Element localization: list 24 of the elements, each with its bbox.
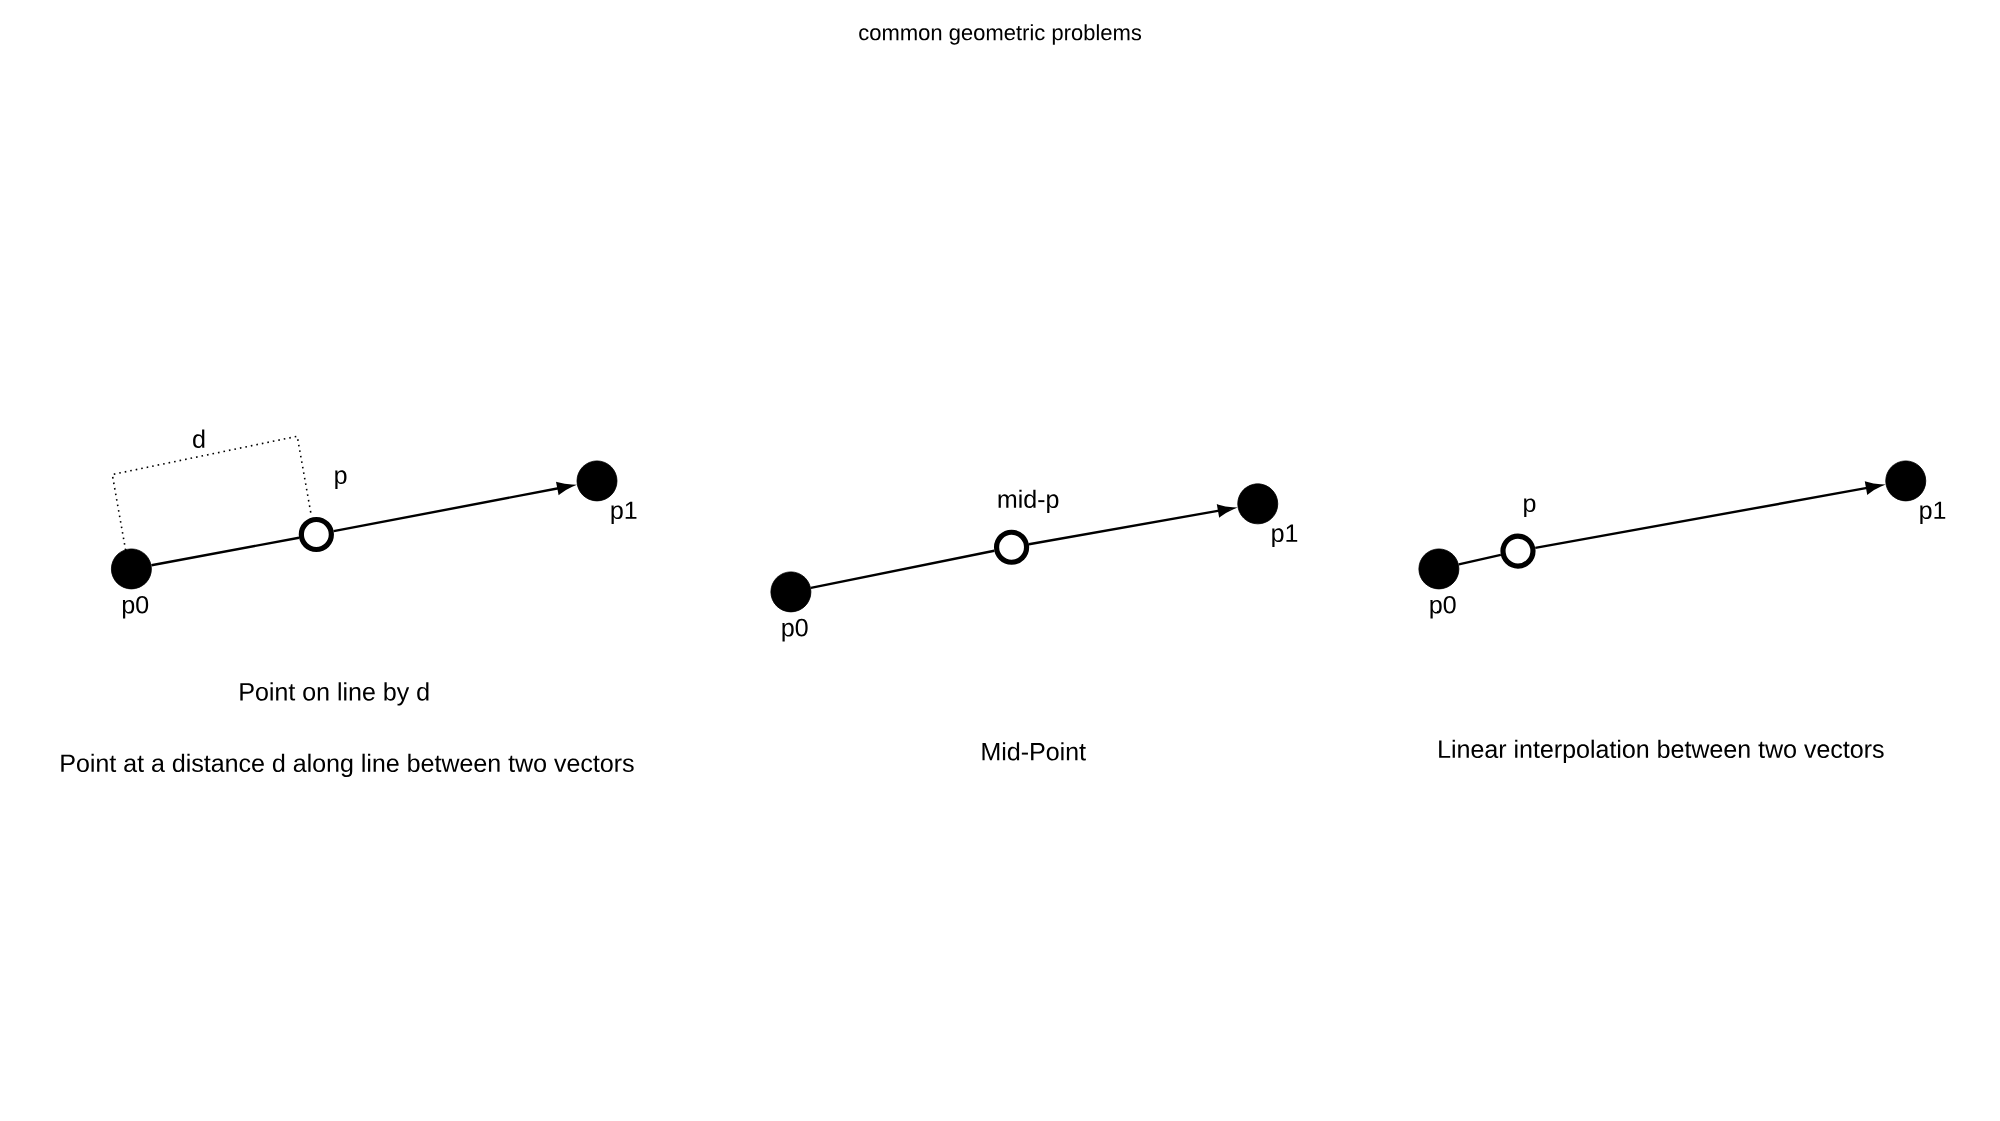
point-label: p1 bbox=[1272, 524, 1298, 547]
caption: Linear interpolation between two vectors bbox=[1439, 739, 1884, 763]
point-label: p1 bbox=[1920, 501, 1946, 524]
point-ring bbox=[1500, 533, 1536, 569]
point-ring bbox=[994, 529, 1030, 565]
point-ring bbox=[298, 516, 334, 553]
point-dot bbox=[576, 460, 618, 502]
dimension-label: d bbox=[193, 429, 205, 448]
point-label: p bbox=[335, 470, 347, 489]
point-label: p0 bbox=[122, 595, 149, 619]
point-dot bbox=[770, 571, 812, 613]
point-dot bbox=[111, 548, 152, 590]
caption: Point on line by d bbox=[240, 682, 429, 706]
point-label: p0 bbox=[1430, 595, 1456, 619]
point-dot bbox=[1885, 460, 1927, 502]
caption: Mid-Point bbox=[982, 742, 1086, 761]
point-dot bbox=[1237, 483, 1279, 525]
point-dot bbox=[1418, 548, 1460, 590]
caption: Point at a distance d along line between two vectors bbox=[61, 753, 634, 777]
point-label: p1 bbox=[611, 501, 637, 524]
point-label: mid-p bbox=[998, 489, 1059, 513]
point-label: p bbox=[1524, 498, 1536, 517]
title: common geometric problems bbox=[859, 24, 1142, 45]
point-label: p0 bbox=[782, 618, 808, 642]
